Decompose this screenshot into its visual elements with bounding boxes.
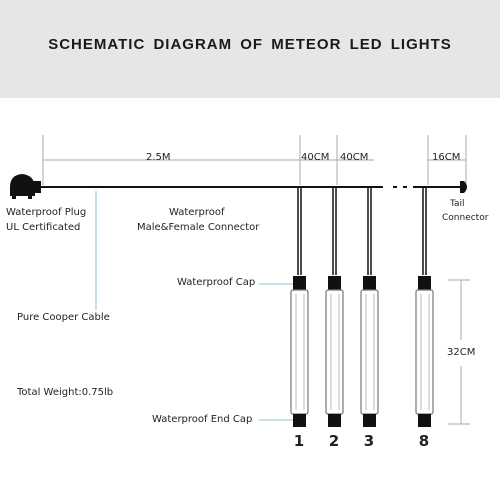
led-tube-1 <box>290 276 309 427</box>
spacing-label-2: 40CM <box>340 152 369 163</box>
drop-wires <box>297 188 427 275</box>
cap-label: Waterproof Cap <box>177 277 256 288</box>
plug-label-line2: UL Certificated <box>6 222 81 233</box>
tail-length-label: 16CM <box>432 152 461 163</box>
cable-label: Pure Cooper Cable <box>17 312 110 323</box>
tube-length-label: 32CM <box>447 347 476 358</box>
spacing-label-1: 40CM <box>301 152 330 163</box>
tube-number-2: 2 <box>328 432 340 450</box>
tail-label-line1: Tail <box>450 199 465 209</box>
leader-lines <box>95 191 294 421</box>
tube-number-1: 1 <box>293 432 305 450</box>
weight-label: Total Weight:0.75lb <box>17 387 114 398</box>
tail-label-line2: Connector <box>442 213 489 223</box>
led-tubes <box>290 276 434 427</box>
connector-label-line2: Male&Female Connector <box>137 222 260 233</box>
tube-number-3: 3 <box>363 432 375 450</box>
connector-label-line1: Waterproof <box>169 207 225 218</box>
plug-label-line1: Waterproof Plug <box>6 207 87 218</box>
lead-length-label: 2.5M <box>146 152 171 163</box>
tube-number-8: 8 <box>418 432 430 450</box>
led-tube-3 <box>360 276 379 427</box>
led-tube-8 <box>415 276 434 427</box>
tube-length-dimension <box>448 279 470 425</box>
end-cap-label: Waterproof End Cap <box>152 414 253 425</box>
waterproof-plug <box>10 174 41 199</box>
tail-connector-shape <box>460 181 467 193</box>
diagram-title: SCHEMATIC DIAGRAM OF METEOR LED LIGHTS <box>48 36 452 53</box>
header-band <box>0 0 500 98</box>
led-tube-2 <box>325 276 344 427</box>
